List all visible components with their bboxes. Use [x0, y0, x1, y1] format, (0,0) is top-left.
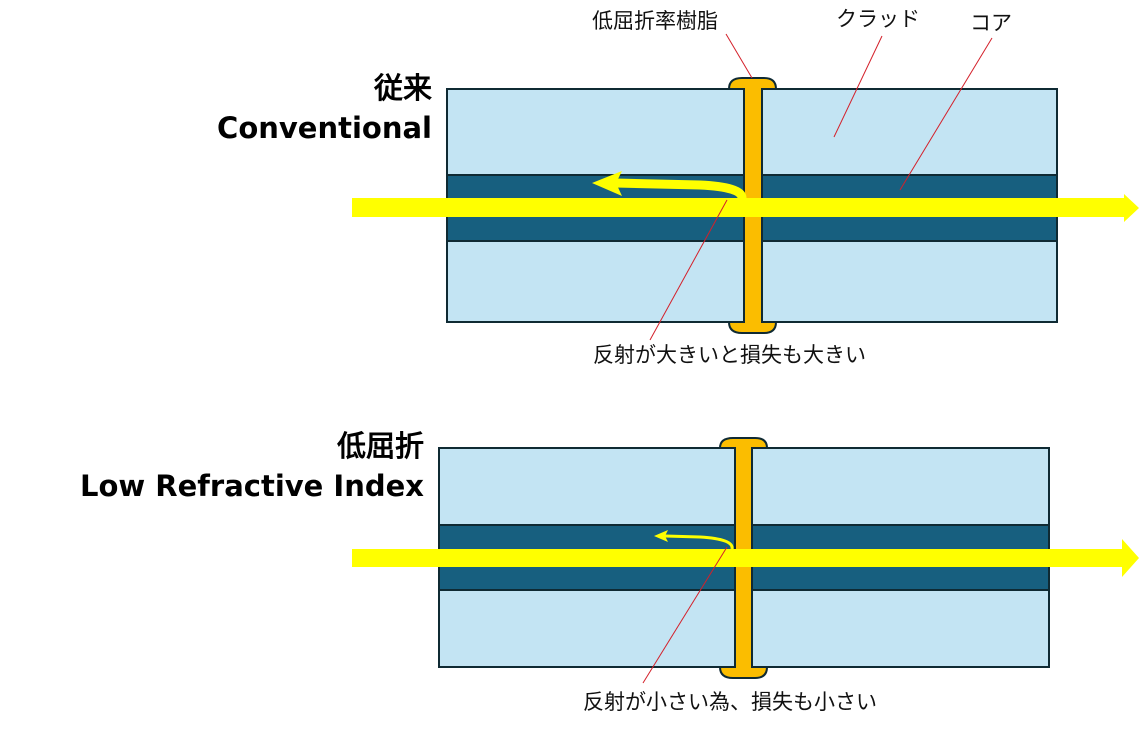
light-beam-arrow	[352, 194, 1139, 222]
reflection-arrowhead	[592, 171, 622, 196]
low-refractive-title-en: Low Refractive Index	[80, 469, 424, 503]
low-refractive-caption: 反射が小さい為、損失も小さい	[583, 690, 877, 714]
low-refractive-title-jp: 低屈折	[336, 429, 424, 463]
reflection-arrowhead	[654, 530, 668, 542]
cladding-label: クラッド	[836, 7, 920, 31]
resin-leader-line	[725, 33, 753, 79]
conventional-title-en: Conventional	[217, 111, 432, 145]
caption-leader-line	[642, 546, 728, 684]
conventional-title-jp: 従来	[373, 71, 432, 105]
resin-label: 低屈折率樹脂	[592, 9, 718, 33]
light-beam-arrow	[352, 539, 1139, 577]
reflection-arrow	[614, 178, 747, 200]
caption-leader-line	[649, 199, 728, 341]
reflection-arrow	[664, 534, 734, 550]
conventional-caption: 反射が大きいと損失も大きい	[593, 343, 866, 367]
low-refractive-diagram: 低屈折 Low Refractive Index 反射が小さい為、損失も小さい	[80, 429, 1139, 714]
core-leader-line	[899, 37, 993, 191]
conventional-diagram: 従来 Conventional 反射が大きいと損失も大きい	[217, 33, 1139, 367]
core-label: コア	[970, 11, 1012, 35]
cladding-leader-line	[833, 35, 883, 138]
